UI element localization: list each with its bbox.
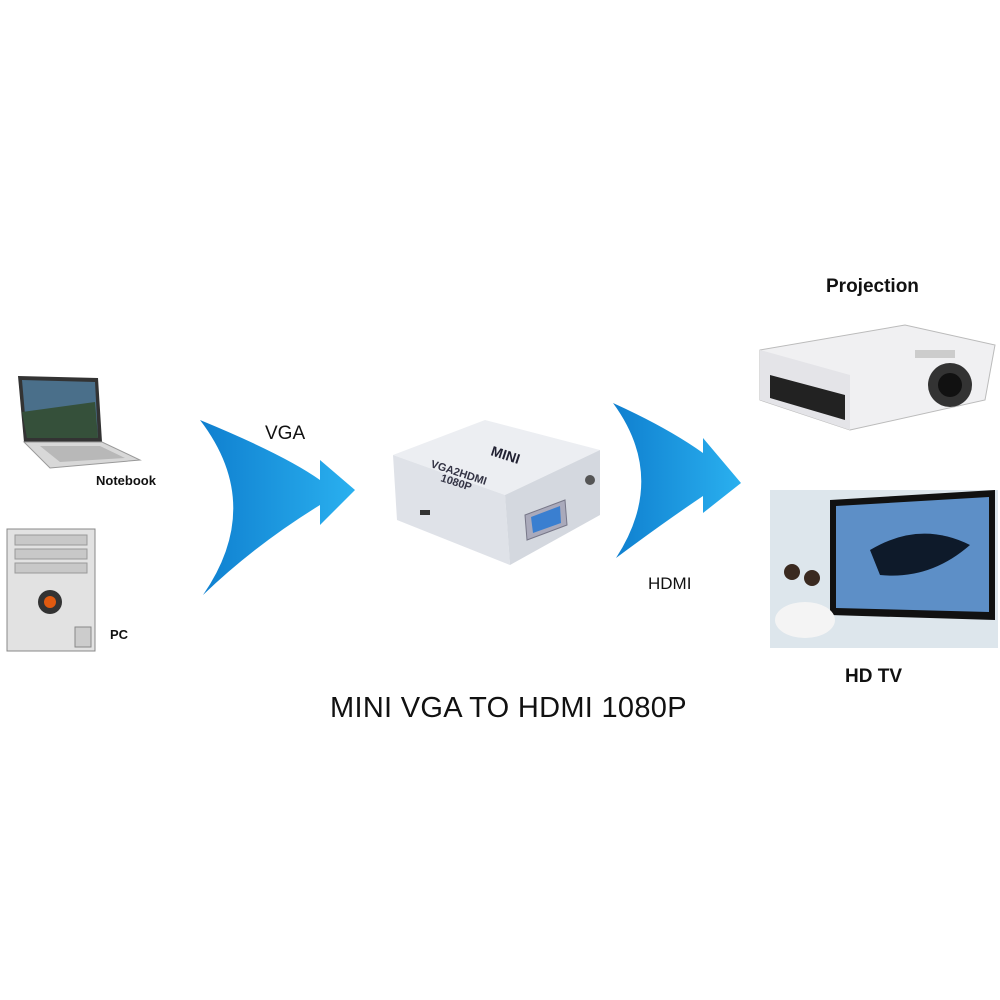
hd-tv-label: HD TV — [845, 666, 902, 687]
pc-label: PC — [110, 627, 129, 642]
vga-label: VGA — [265, 423, 306, 444]
projector-image — [759, 324, 996, 431]
page-title: MINI VGA TO HDMI 1080P — [330, 692, 687, 724]
vga-arrow-icon — [200, 420, 355, 595]
notebook-image — [18, 376, 142, 469]
hdmi-arrow-icon — [613, 403, 741, 558]
projection-label: Projection — [826, 276, 919, 297]
notebook-label: Notebook — [96, 473, 156, 488]
hdmi-label: HDMI — [648, 574, 692, 593]
vga-to-hdmi-converter-image: MINI VGA2HDMI 1080P — [393, 420, 600, 565]
pc-image — [6, 528, 96, 652]
hd-tv-image — [770, 490, 998, 648]
